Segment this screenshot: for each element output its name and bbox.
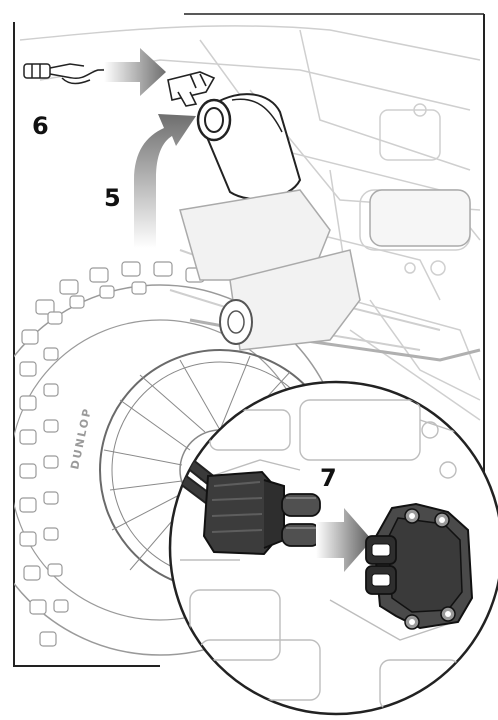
motorcycle-frame-ghost — [19, 25, 481, 421]
connector-plug — [23, 63, 106, 85]
step-6-label: 6 — [32, 112, 49, 140]
connector-bracket — [167, 71, 216, 107]
arrow-icon — [316, 508, 372, 572]
arrow-icon — [134, 114, 196, 248]
arrow-icon — [104, 48, 166, 96]
step-7-label: 7 — [320, 464, 337, 492]
exhaust-canister — [196, 93, 302, 201]
plug-connector — [202, 470, 321, 556]
diagram-frame — [13, 13, 485, 667]
tire-sidewall-text: DUNLOP — [68, 406, 94, 471]
socket-receptacle — [365, 502, 474, 630]
step-5-label: 5 — [104, 184, 121, 212]
rear-shock-ghost — [179, 189, 471, 351]
